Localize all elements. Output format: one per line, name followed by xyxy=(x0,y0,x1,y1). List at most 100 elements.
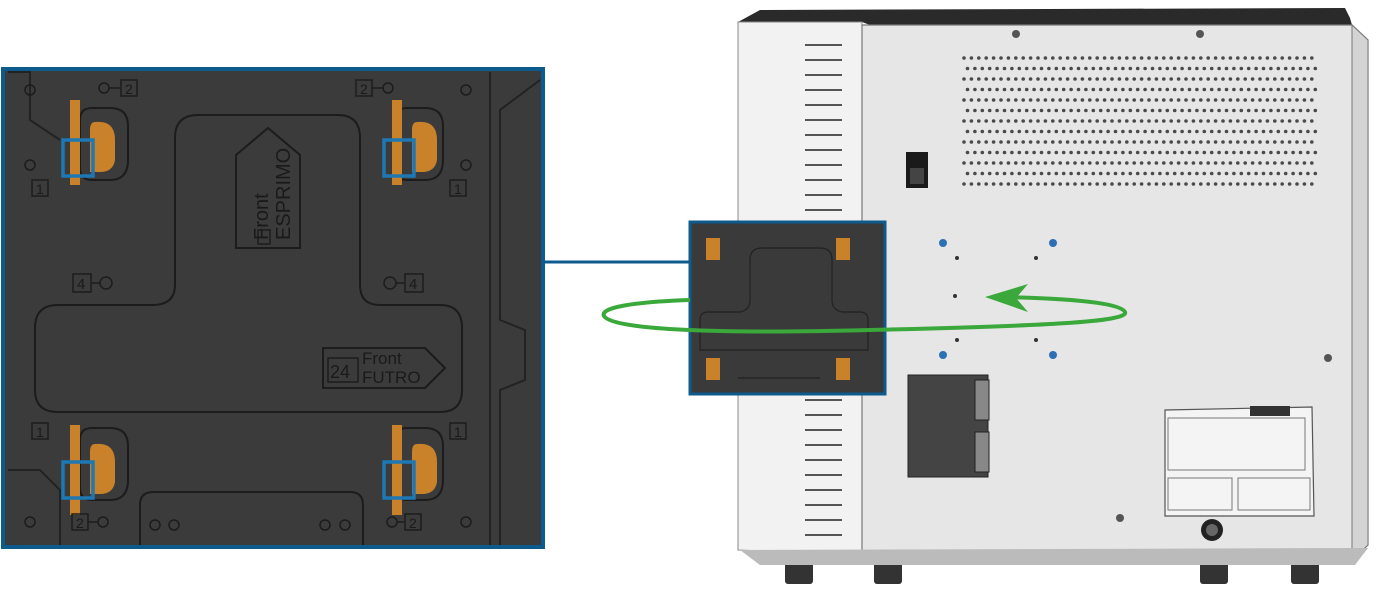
vent-hole xyxy=(1106,87,1110,92)
vent-hole xyxy=(1206,119,1210,123)
vent-hole xyxy=(1162,140,1166,144)
vent-hole xyxy=(984,182,988,186)
svg-text:1: 1 xyxy=(36,424,44,440)
vent-hole xyxy=(999,56,1003,60)
vent-hole xyxy=(1224,171,1229,176)
vent-hole xyxy=(1021,56,1025,60)
vent-hole xyxy=(1076,87,1081,92)
vent-hole xyxy=(1269,66,1273,71)
vent-hole xyxy=(1117,98,1122,102)
vent-hole xyxy=(1043,56,1048,60)
vent-hole xyxy=(1150,108,1155,113)
vent-hole xyxy=(1084,108,1088,113)
vent-hole xyxy=(1261,150,1266,155)
vent-hole xyxy=(1076,171,1081,176)
vent-hole xyxy=(1224,66,1229,71)
vent-hole xyxy=(1172,150,1177,155)
vent-hole xyxy=(1054,66,1059,71)
vent-hole xyxy=(1232,66,1236,71)
vent-hole xyxy=(1232,171,1236,176)
vent-hole xyxy=(1154,119,1159,123)
vent-hole xyxy=(962,77,966,81)
vent-hole xyxy=(1187,171,1192,176)
vent-hole xyxy=(991,140,996,144)
vent-hole xyxy=(1043,119,1048,123)
vent-hole xyxy=(1280,161,1284,165)
vent-hole xyxy=(1051,77,1055,81)
vent-hole xyxy=(995,66,999,71)
vent-hole xyxy=(1206,56,1210,60)
vent-hole xyxy=(1273,182,1277,186)
marker-top-right-2: 2 xyxy=(355,79,394,97)
vent-hole xyxy=(1150,129,1155,134)
vent-hole xyxy=(1187,150,1192,155)
vent-hole xyxy=(1135,108,1140,113)
vent-hole xyxy=(1273,161,1277,165)
vent-hole xyxy=(1228,56,1233,60)
vent-hole xyxy=(1121,108,1125,113)
vent-hole xyxy=(1184,161,1188,165)
vent-hole xyxy=(1043,140,1048,144)
vent-hole xyxy=(1206,182,1210,186)
vent-hole xyxy=(1232,87,1236,92)
vent-hole xyxy=(1051,140,1055,144)
vent-hole xyxy=(1313,150,1318,155)
vent-hole xyxy=(1258,140,1262,144)
vent-hole xyxy=(1287,56,1292,60)
vent-hole xyxy=(969,56,974,60)
vent-hole xyxy=(1187,108,1192,113)
vent-hole xyxy=(1039,171,1044,176)
vent-hole xyxy=(1102,140,1107,144)
vent-hole xyxy=(1002,66,1007,71)
vent-hole xyxy=(1091,87,1096,92)
vent-hole xyxy=(1254,108,1258,113)
vent-hole xyxy=(1162,119,1166,123)
svg-text:2: 2 xyxy=(125,81,133,97)
vent-hole xyxy=(1143,129,1147,134)
vent-hole xyxy=(1043,98,1048,102)
vent-hole xyxy=(980,150,985,155)
vent-hole xyxy=(1261,66,1266,71)
vent-hole xyxy=(1135,87,1140,92)
vent-hole xyxy=(1243,161,1247,165)
vent-hole xyxy=(1306,171,1310,176)
vent-hole xyxy=(1010,129,1014,134)
vent-hole xyxy=(1250,182,1255,186)
vent-hole xyxy=(1172,87,1177,92)
vent-hole xyxy=(1117,182,1122,186)
vent-hole xyxy=(1302,56,1307,60)
vent-hole xyxy=(1010,108,1014,113)
vent-hole xyxy=(973,129,977,134)
vent-hole xyxy=(995,129,999,134)
vent-hole xyxy=(1254,171,1258,176)
vent-hole xyxy=(1028,98,1033,102)
vent-hole xyxy=(1098,150,1103,155)
vent-hole xyxy=(1239,87,1244,92)
vent-hole xyxy=(1158,108,1162,113)
vent-hole xyxy=(1258,56,1262,60)
vent-hole xyxy=(1232,108,1236,113)
vent-hole xyxy=(1217,129,1221,134)
vent-hole xyxy=(1047,87,1051,92)
vent-hole xyxy=(1310,56,1314,60)
vent-hole xyxy=(962,119,966,123)
vent-hole xyxy=(1047,150,1051,155)
vent-hole xyxy=(1287,182,1292,186)
vent-hole xyxy=(1095,77,1099,81)
vent-hole xyxy=(987,150,992,155)
vent-hole xyxy=(1061,66,1066,71)
vent-hole xyxy=(1128,108,1133,113)
vent-hole xyxy=(1024,150,1029,155)
vent-hole xyxy=(984,56,988,60)
plate-recess xyxy=(34,114,463,413)
vent-hole xyxy=(1102,56,1107,60)
vent-hole xyxy=(1143,171,1147,176)
pc-case xyxy=(737,8,1369,584)
vent-hole xyxy=(1128,129,1133,134)
vent-hole xyxy=(1010,171,1014,176)
vent-hole xyxy=(1128,150,1133,155)
vent-hole xyxy=(1206,77,1210,81)
vent-hole xyxy=(1250,56,1255,60)
vent-hole xyxy=(1006,182,1011,186)
vent-hole xyxy=(1298,150,1303,155)
